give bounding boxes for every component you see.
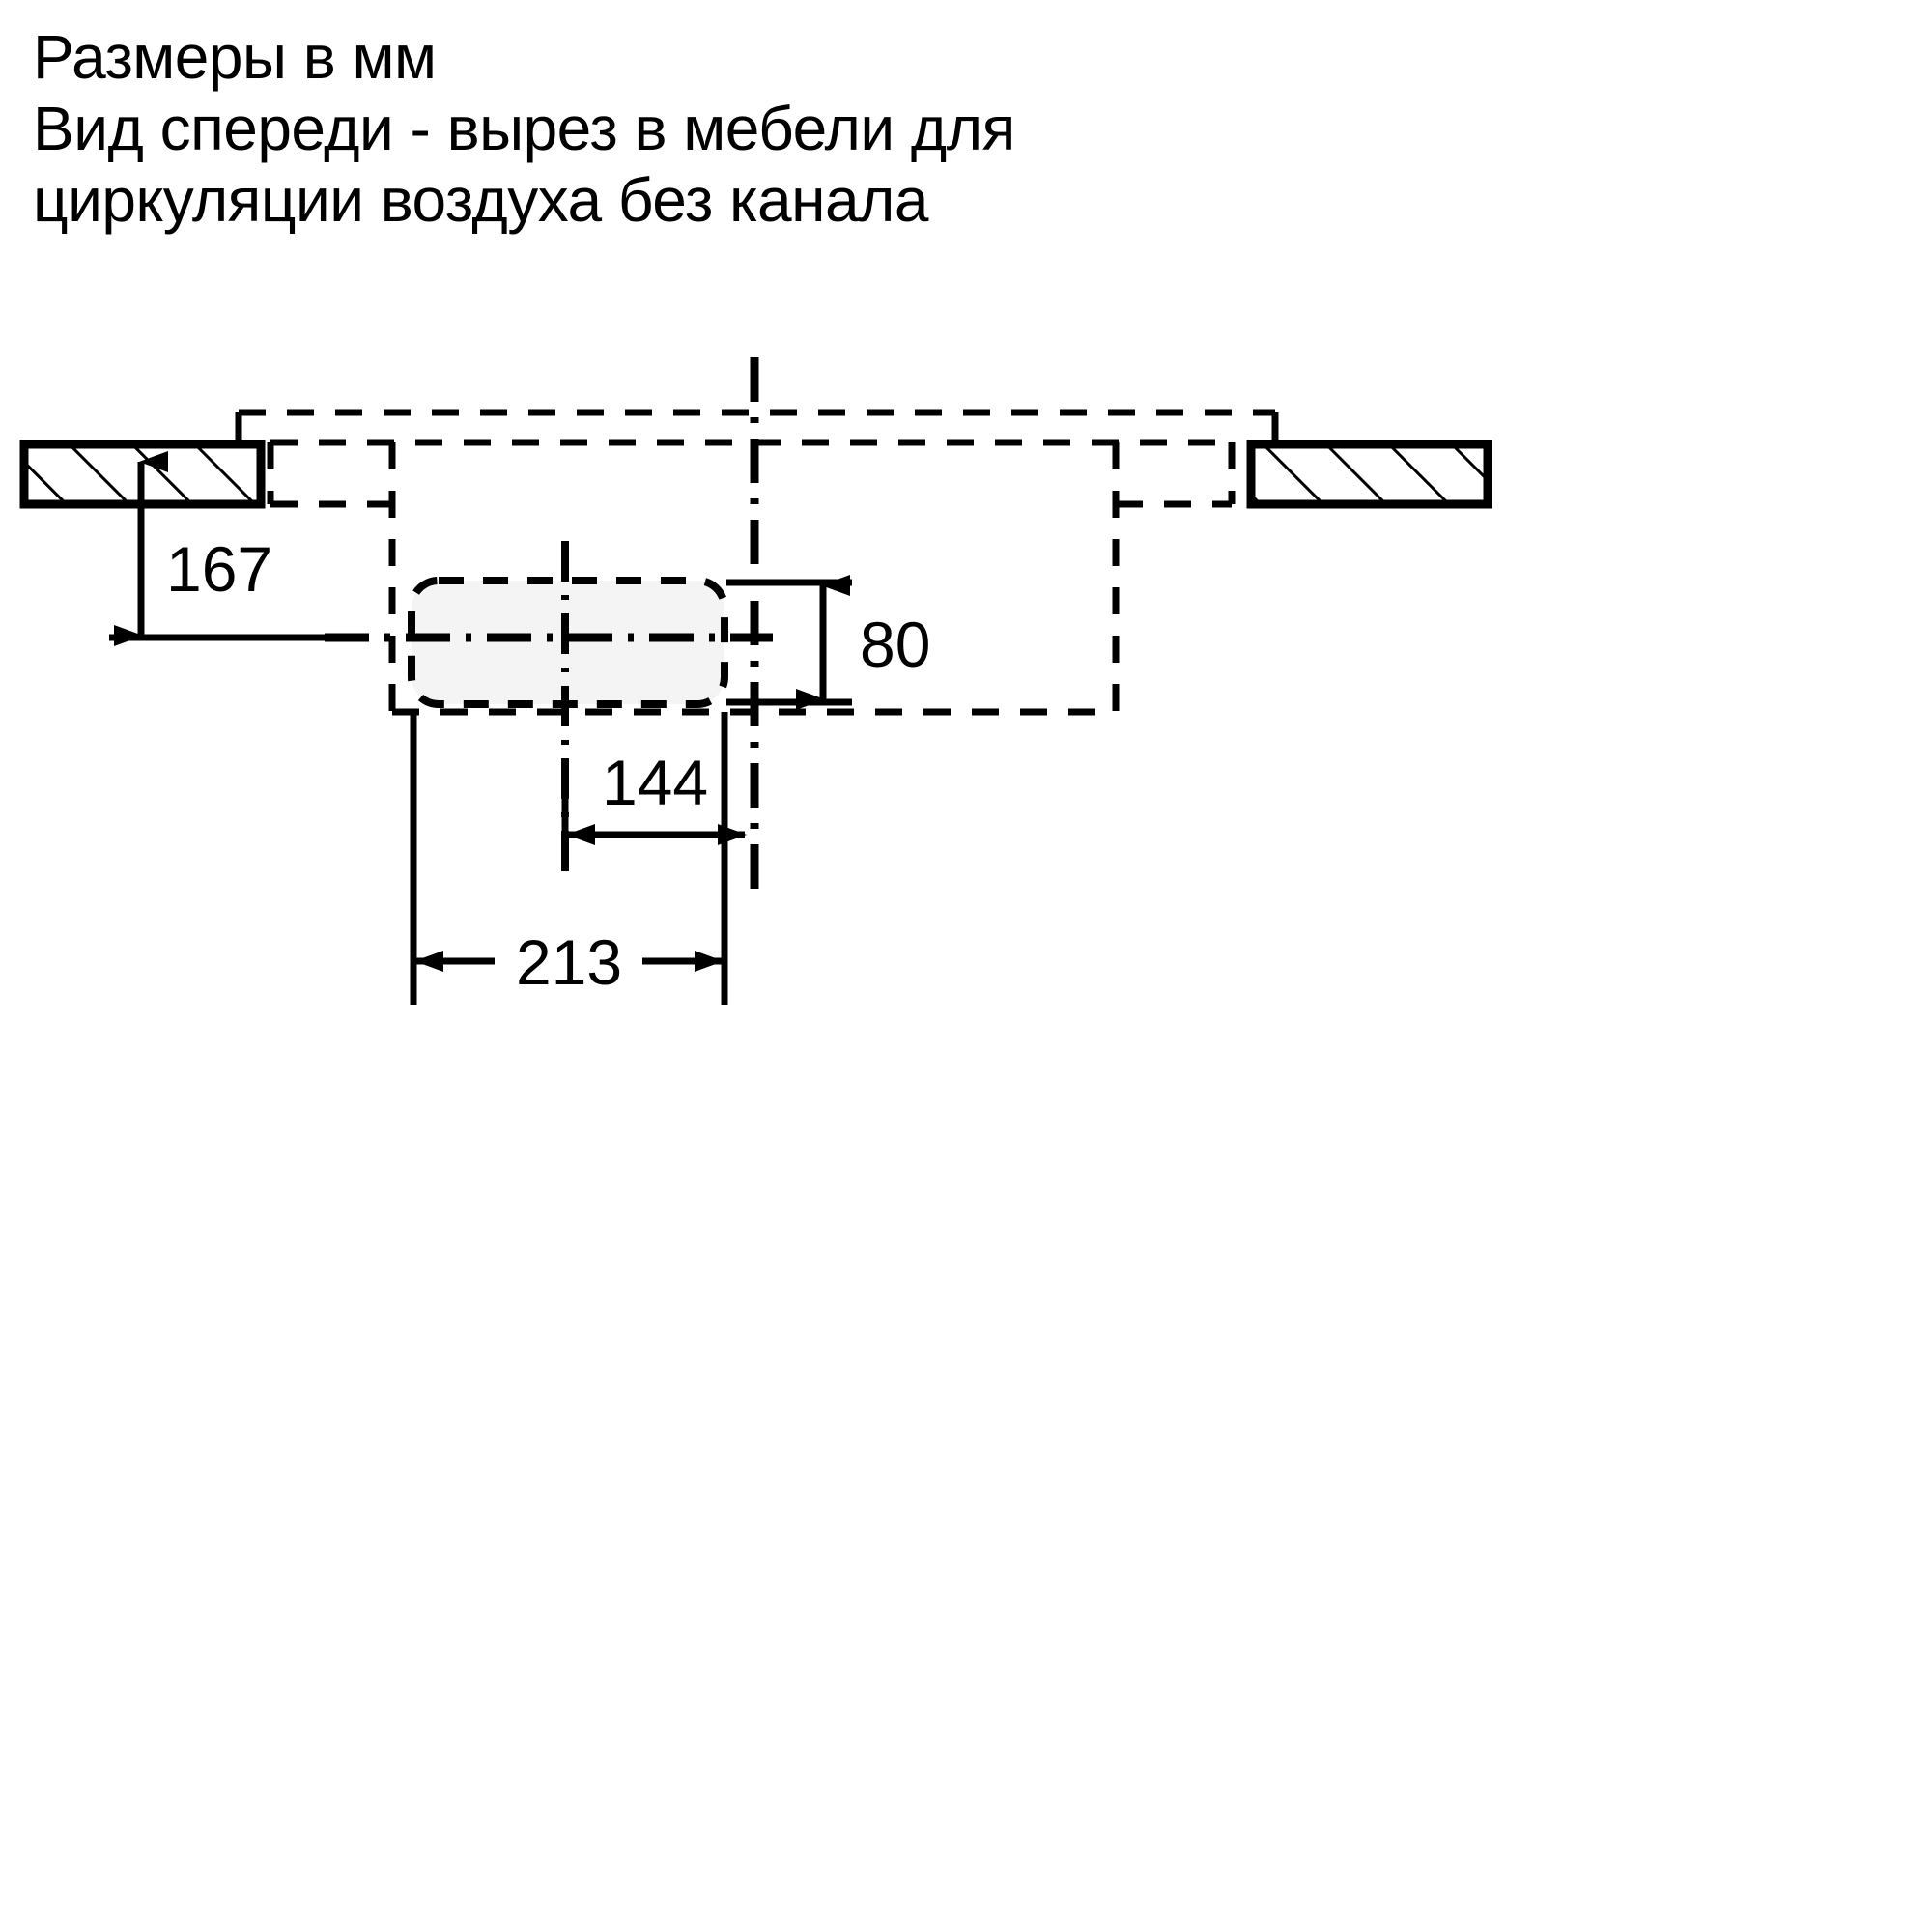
worktop-right-hatched-block xyxy=(1246,440,1492,509)
dimension-80: 80 xyxy=(726,575,930,710)
caption-line-view: Вид спереди - вырез в мебели для xyxy=(33,94,1015,163)
dimension-213-label: 213 xyxy=(516,926,622,998)
outer-cabinet-outline xyxy=(235,409,1279,447)
dimension-144-label: 144 xyxy=(602,747,708,818)
dimension-167-label: 167 xyxy=(166,533,272,605)
caption-line-units: Размеры в мм xyxy=(33,22,437,92)
caption-line-view-cont: циркуляции воздуха без канала xyxy=(33,165,928,235)
dimension-144: 144 xyxy=(561,712,747,855)
dimension-167: 167 xyxy=(109,451,325,646)
dimension-80-label: 80 xyxy=(860,609,930,680)
inner-cabinet-outline xyxy=(267,439,1236,508)
caption-block: Размеры в мм Вид спереди - вырез в мебел… xyxy=(33,21,1772,236)
dimension-213: 213 xyxy=(410,712,728,1005)
